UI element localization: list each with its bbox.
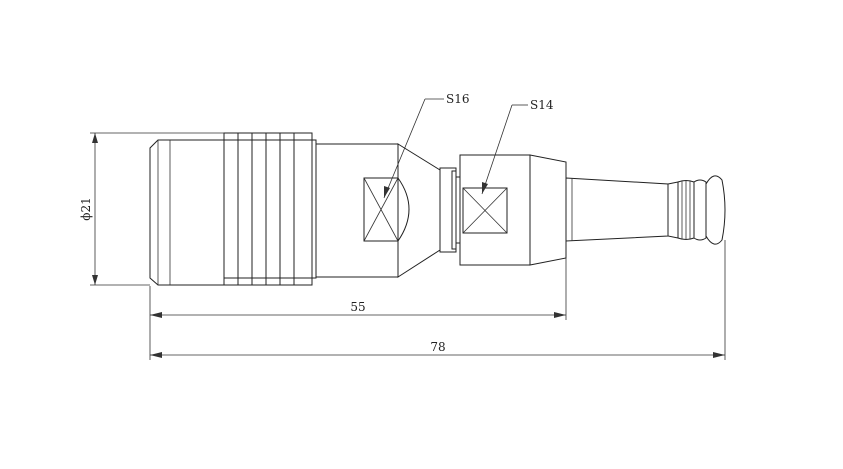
hex-body-small: [459, 154, 567, 266]
wrench-flat-large: [363, 177, 399, 242]
neck: [439, 167, 461, 253]
length-dimension-78: 78: [150, 240, 726, 360]
hex-body-large: [315, 143, 441, 278]
diameter-dimension: ϕ21: [79, 132, 224, 286]
length-dimension-55: 55: [149, 258, 567, 360]
diameter-label: ϕ21: [79, 197, 93, 220]
length-label-78: 78: [430, 340, 445, 354]
wrench-label-s14: S14: [530, 98, 554, 112]
leader-s14: S14: [481, 98, 554, 195]
leader-s16: S16: [383, 92, 470, 199]
grip-section: [149, 132, 317, 286]
length-label-55: 55: [350, 300, 365, 314]
barbed-tip: [667, 175, 726, 245]
shank: [565, 177, 669, 242]
wrench-label-s16: S16: [446, 92, 470, 106]
